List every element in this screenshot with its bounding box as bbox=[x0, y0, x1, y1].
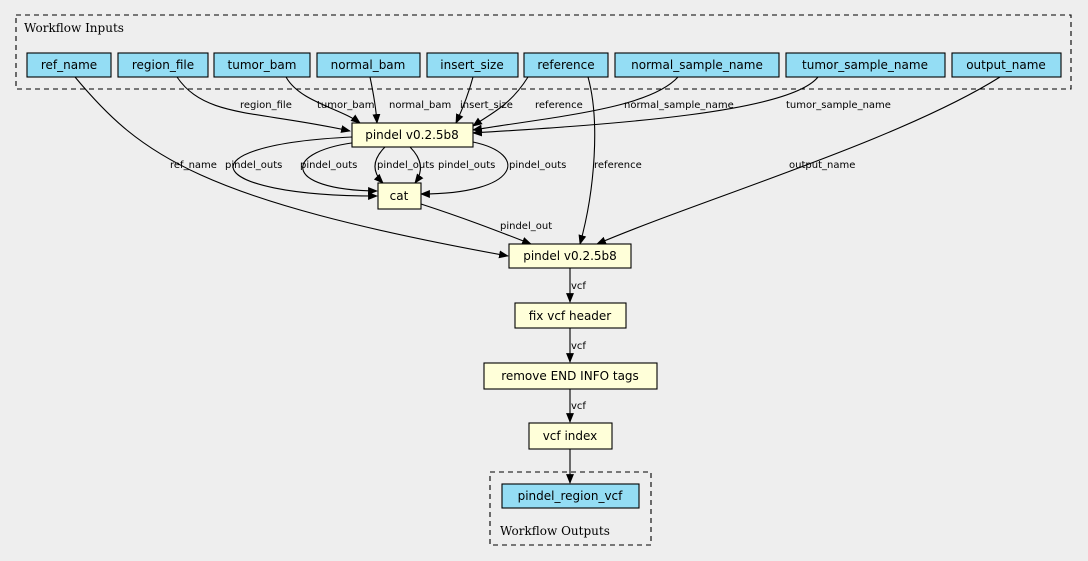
input-box bbox=[614, 52, 780, 78]
step-label: vcf index bbox=[543, 429, 598, 443]
step-node-fix-vcf-header[interactable]: fix vcf header bbox=[514, 302, 627, 329]
step-node-remove-end-info-tags[interactable]: remove END INFO tags bbox=[483, 362, 658, 390]
step-label: remove END INFO tags bbox=[501, 369, 639, 383]
step-label: cat bbox=[390, 189, 409, 203]
edge-label: normal_sample_name bbox=[624, 100, 734, 111]
step-node-pindel-2[interactable]: pindel v0.2.5b8 bbox=[508, 243, 632, 269]
edge-labels-group: region_file tumor_bam normal_bam insert_… bbox=[170, 100, 891, 412]
workflow-inputs-title: Workflow Inputs bbox=[24, 21, 124, 35]
input-node-tumor-sample-name[interactable]: tumor_sample_name bbox=[785, 52, 946, 78]
edge-label: pindel_outs bbox=[300, 160, 357, 171]
edge-label: pindel_outs bbox=[438, 160, 495, 171]
step-box bbox=[351, 122, 474, 148]
edge-reference-to-pindel2 bbox=[578, 76, 596, 245]
edge-pindel-outs-3 bbox=[373, 146, 386, 184]
input-label: insert_size bbox=[440, 58, 503, 72]
step-box bbox=[508, 243, 632, 269]
edge-pindel-outs-2 bbox=[302, 141, 378, 195]
input-box bbox=[213, 52, 311, 78]
input-label: output_name bbox=[966, 58, 1046, 72]
edge-label: output_name bbox=[789, 160, 855, 171]
edge-normal-bam-to-pindel bbox=[369, 76, 381, 124]
input-node-tumor-bam[interactable]: tumor_bam bbox=[213, 52, 311, 78]
output-box bbox=[501, 483, 640, 509]
edge-label: pindel_out bbox=[500, 221, 552, 232]
edge-label: vcf bbox=[571, 281, 586, 292]
edge-label: region_file bbox=[240, 100, 292, 111]
workflow-outputs-title: Workflow Outputs bbox=[500, 524, 610, 538]
step-label: fix vcf header bbox=[529, 309, 612, 323]
input-label: tumor_sample_name bbox=[802, 58, 928, 72]
input-label: ref_name bbox=[41, 58, 97, 72]
input-box bbox=[26, 52, 112, 78]
step-box bbox=[528, 422, 613, 450]
edge-label: pindel_outs bbox=[225, 160, 282, 171]
input-box bbox=[523, 52, 609, 78]
input-label: tumor_bam bbox=[228, 58, 297, 72]
edge-label: vcf bbox=[571, 341, 586, 352]
edge-label: reference bbox=[535, 100, 583, 111]
edge-label: tumor_bam bbox=[317, 100, 374, 111]
input-node-output-name[interactable]: output_name bbox=[951, 52, 1062, 78]
input-box bbox=[426, 52, 519, 78]
edge-label: pindel_outs bbox=[509, 160, 566, 171]
input-box bbox=[785, 52, 946, 78]
input-label: normal_sample_name bbox=[631, 58, 763, 72]
step-box bbox=[377, 182, 422, 210]
step-label: pindel v0.2.5b8 bbox=[365, 128, 459, 142]
step-node-cat[interactable]: cat bbox=[377, 182, 422, 210]
input-node-insert-size[interactable]: insert_size bbox=[426, 52, 519, 78]
edges-group bbox=[74, 76, 1001, 484]
edge-ref-name-to-pindel2 bbox=[74, 76, 509, 259]
workflow-inputs-cluster bbox=[15, 14, 1072, 90]
output-nodes-group: pindel_region_vcf bbox=[501, 483, 640, 509]
input-node-ref-name[interactable]: ref_name bbox=[26, 52, 112, 78]
edge-normal-sample-name-to-pindel bbox=[472, 76, 679, 133]
input-nodes-group: ref_name region_file tumor_bam normal_ba… bbox=[26, 52, 1062, 78]
edge-reference-to-pindel bbox=[472, 76, 529, 127]
edge-cat-to-pindel2 bbox=[420, 203, 532, 245]
edge-label: reference bbox=[594, 160, 642, 171]
input-node-reference[interactable]: reference bbox=[523, 52, 609, 78]
edge-tumor-sample-name-to-pindel bbox=[472, 76, 819, 137]
edge-label: tumor_sample_name bbox=[786, 100, 891, 111]
edge-tumor-bam-to-pindel bbox=[285, 76, 361, 124]
input-label: reference bbox=[537, 58, 594, 72]
edge-label: insert_size bbox=[460, 100, 513, 111]
input-box bbox=[316, 52, 421, 78]
output-node-pindel-region-vcf[interactable]: pindel_region_vcf bbox=[501, 483, 640, 509]
output-label: pindel_region_vcf bbox=[518, 489, 624, 503]
step-box bbox=[514, 302, 627, 329]
input-node-normal-sample-name[interactable]: normal_sample_name bbox=[614, 52, 780, 78]
step-node-pindel-1[interactable]: pindel v0.2.5b8 bbox=[351, 122, 474, 148]
step-node-vcf-index[interactable]: vcf index bbox=[528, 422, 613, 450]
edge-insert-size-to-pindel bbox=[455, 76, 474, 124]
input-box bbox=[951, 52, 1062, 78]
input-label: region_file bbox=[132, 58, 194, 72]
edge-pindel-outs-1 bbox=[232, 136, 378, 200]
edge-region-file-to-pindel bbox=[176, 76, 351, 133]
step-nodes-group: pindel v0.2.5b8 cat pindel v0.2.5b8 fix … bbox=[351, 122, 658, 450]
input-box bbox=[117, 52, 209, 78]
edge-label: normal_bam bbox=[389, 100, 451, 111]
edge-output-name-to-pindel2 bbox=[596, 76, 1001, 245]
edge-pindel-outs-4 bbox=[409, 146, 424, 184]
step-label: pindel v0.2.5b8 bbox=[523, 249, 617, 263]
input-node-region-file[interactable]: region_file bbox=[117, 52, 209, 78]
edge-pindel-outs-5 bbox=[420, 141, 509, 198]
edge-label: pindel_outs bbox=[377, 160, 434, 171]
edge-label: vcf bbox=[571, 401, 586, 412]
edge-label: ref_name bbox=[170, 160, 217, 171]
input-node-normal-bam[interactable]: normal_bam bbox=[316, 52, 421, 78]
step-box bbox=[483, 362, 658, 390]
input-label: normal_bam bbox=[331, 58, 406, 72]
